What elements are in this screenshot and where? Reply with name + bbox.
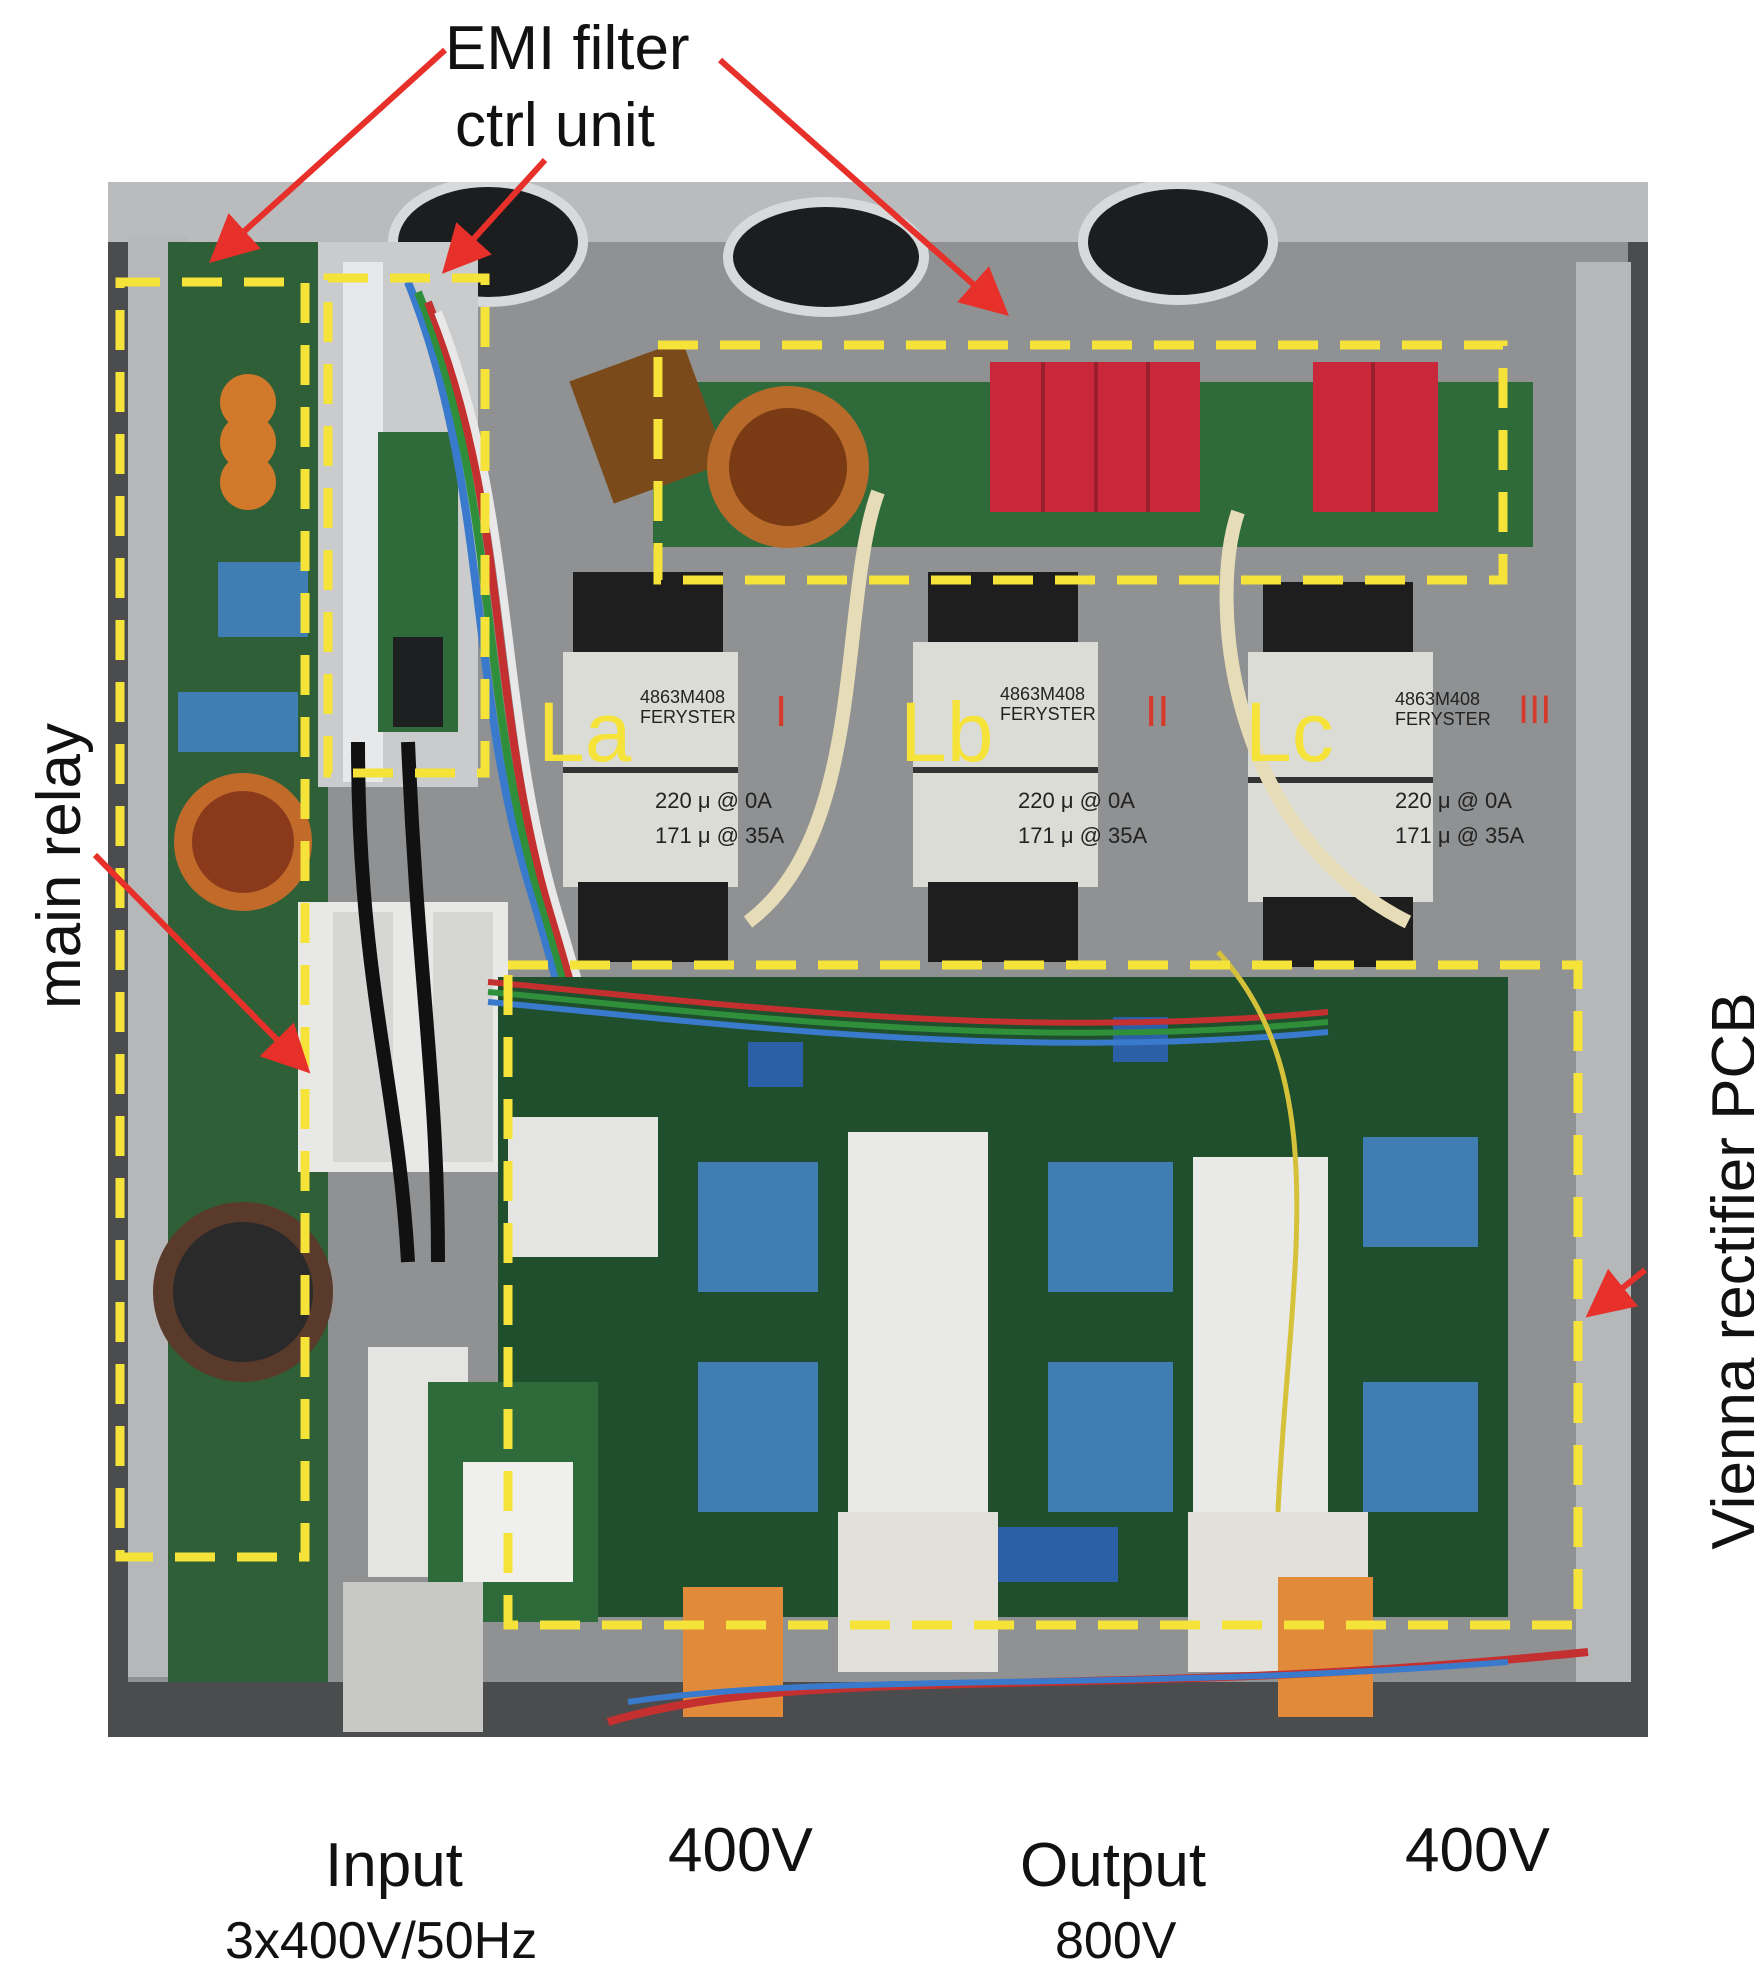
- inductor-lb: [913, 572, 1098, 962]
- converter-photo: [108, 182, 1648, 1737]
- inductor-b-maker: FERYSTER: [1000, 704, 1096, 724]
- inductor-a-rating1: 220 μ @ 0A: [655, 788, 772, 813]
- inductor-la-label: La: [538, 685, 632, 779]
- inductor-c-maker: FERYSTER: [1395, 709, 1491, 729]
- input-title: Input: [325, 1831, 463, 1900]
- inductor-lb-label: Lb: [900, 685, 994, 779]
- main-relay-label: main relay: [25, 723, 94, 1009]
- inductor-b-mark: II: [1145, 687, 1170, 736]
- dc-left-voltage: 400V: [668, 1816, 813, 1885]
- inductor-la: [563, 572, 738, 962]
- inductor-lc: [1248, 582, 1433, 967]
- inductor-a-rating2: 171 μ @ 35A: [655, 823, 785, 848]
- ctrl-unit-label: ctrl unit: [455, 91, 655, 160]
- vienna-rectifier-pcb-label: Vienna rectifier PCB: [1700, 992, 1754, 1550]
- inductor-lc-label: Lc: [1245, 685, 1334, 779]
- inductor-c-rating2: 171 μ @ 35A: [1395, 823, 1525, 848]
- inductor-c-mark: III: [1518, 688, 1552, 732]
- output-title: Output: [1020, 1831, 1207, 1900]
- inductor-c-code: 4863M408: [1395, 689, 1481, 709]
- hardware-illustration: [108, 182, 1648, 1737]
- dc-right-voltage: 400V: [1405, 1816, 1550, 1885]
- inductor-b-rating2: 171 μ @ 35A: [1018, 823, 1148, 848]
- inductor-c-rating1: 220 μ @ 0A: [1395, 788, 1512, 813]
- inductor-b-rating1: 220 μ @ 0A: [1018, 788, 1135, 813]
- emi-filter-label: EMI filter: [445, 14, 690, 83]
- inductor-a-maker: FERYSTER: [640, 707, 736, 727]
- inductor-b-code: 4863M408: [1000, 684, 1086, 704]
- inductor-a-code: 4863M408: [640, 687, 726, 707]
- output-spec: 800V: [1055, 1912, 1177, 1970]
- inductor-a-mark: I: [775, 687, 788, 736]
- input-spec: 3x400V/50Hz: [225, 1912, 538, 1970]
